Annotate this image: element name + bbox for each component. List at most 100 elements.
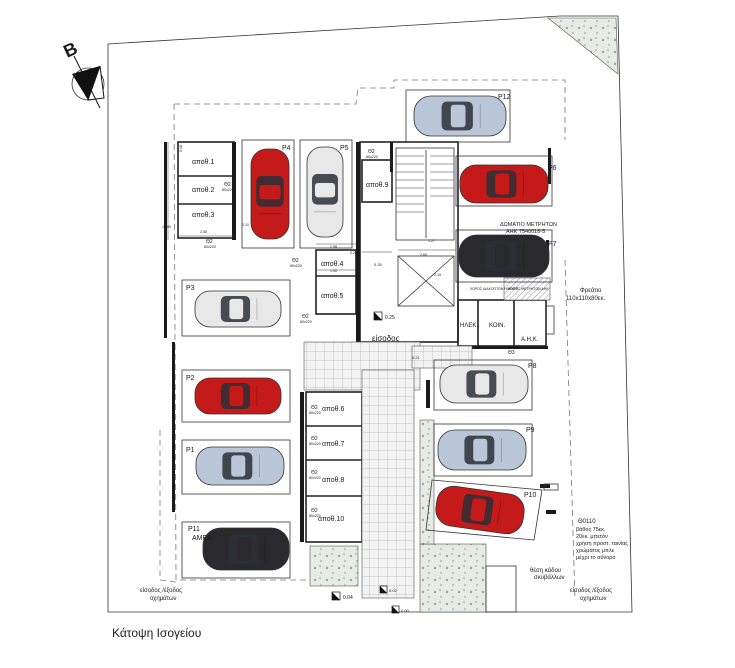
storage-8-label: αποθ.8: [322, 477, 345, 484]
dimension-value: 1.58: [330, 245, 337, 249]
door-tag-code: Θ2: [302, 314, 309, 320]
stair-core: [356, 141, 459, 343]
dimension-lines: [167, 142, 456, 271]
parking-p9-label: P9: [526, 427, 535, 434]
parking-p7-label: P7: [548, 241, 557, 248]
door-tag-code: Θ2: [311, 508, 318, 514]
south-garden-strip: [419, 419, 435, 545]
car-p4: [250, 148, 290, 240]
grating-line: χρώματος μπλε: [576, 547, 615, 554]
car-p8: [439, 364, 529, 404]
entrance-label: είσοδος: [372, 334, 400, 343]
east-wall: [548, 148, 551, 184]
level-value: 0.25: [385, 315, 395, 321]
entrance-path: [361, 369, 415, 599]
door-tag-code: Θ2: [368, 149, 375, 155]
parking-bays: [181, 89, 553, 579]
storage-9: [361, 159, 393, 203]
car-p10: [435, 485, 525, 535]
parking-p8-label: P8: [528, 363, 537, 370]
parking-p11-sub: ΑΜΕΑ: [192, 535, 212, 542]
storage-block-west: [177, 141, 236, 240]
cars-layer: [194, 95, 550, 571]
parking-p6-label: P6: [548, 165, 557, 172]
garden-area: [547, 17, 619, 75]
ahk-label: Α.Η.Κ.: [521, 337, 539, 343]
meter-room-code: ΑΗΚ 7540018-5: [506, 229, 545, 235]
dimension-value: 0.25: [350, 251, 357, 255]
grating-line: μέχρι το σύνορο: [576, 554, 615, 561]
door-tag-size: 80x220: [309, 476, 321, 480]
storage-3-label: αποθ.3: [192, 212, 215, 219]
door-tag-size: 80x220: [309, 411, 321, 415]
car-p2: [194, 377, 282, 415]
door-tags: Θ2 80x220 Θ2 80x220 Θ2 80x220 Θ2 80x220 …: [204, 149, 515, 518]
level-value: 0.04: [343, 595, 353, 601]
storage-9-label: αποθ.9: [366, 182, 389, 189]
meter-space-label: ΧΩΡΟΣ ΜΕΤΡΗΤΩΝ ΑΗΚ: [508, 287, 549, 291]
west-wall: [164, 142, 167, 338]
grating-line: 20εκ. μπετόν: [576, 533, 608, 540]
parking-p4-label: P4: [282, 145, 291, 152]
entrance-landing: [411, 345, 473, 369]
storage-4-label: αποθ.4: [321, 261, 344, 268]
meter-room-title: ΔΩΜΑΤΙΟ ΜΕΤΡΗΤΩΝ: [500, 222, 557, 228]
drawing-caption: Κάτοψη Ισογείου: [112, 626, 202, 640]
level-value: 0.21: [412, 355, 421, 360]
north-letter: B: [60, 38, 80, 62]
door-tag-code: Θ2: [311, 470, 318, 476]
well-label: Φρεάτιο: [580, 287, 602, 294]
car-p5: [306, 146, 344, 238]
bin-label: θέση κάδου: [530, 567, 561, 574]
level-value: 0.02: [389, 588, 398, 593]
dimension-value: 0.10: [242, 223, 249, 227]
bin-label-2: σκυβάλλων: [534, 574, 565, 581]
car-p11: [202, 527, 290, 571]
door-tag-size: 80x220: [290, 264, 302, 268]
vehicle-entry-east-2: οχημάτων: [580, 595, 607, 602]
east-column-2: [540, 484, 550, 488]
door-tag-size: 80x220: [300, 320, 312, 324]
level-markers: 0.25 0.04 0.02 0.00 0.21 0.25: [331, 262, 421, 614]
dimension-value: 10.00: [162, 225, 171, 229]
door-tag-size: 80x220: [309, 514, 321, 518]
door-tag-size: 80x220: [204, 245, 216, 249]
vehicle-entry-west-2: οχημάτων: [150, 595, 177, 602]
parking-p5-label: P5: [340, 145, 349, 152]
storage-1-label: αποθ.1: [192, 159, 215, 166]
elec-label: ΗΛΕΚ.: [460, 323, 478, 329]
storage-5-label: αποθ.5: [321, 293, 344, 300]
door-tag-code: Θ2: [311, 405, 318, 411]
vehicle-entry-east: είσοδος /έξοδος: [570, 587, 612, 594]
door-tag-size: 80x220: [222, 188, 234, 192]
parking-p2-label: P2: [186, 375, 195, 382]
plot-boundary: [107, 15, 633, 613]
south-garden: [419, 543, 487, 613]
east-column-3: [546, 510, 556, 514]
dimension-value: 2.55: [200, 230, 207, 234]
car-p7: [458, 234, 550, 278]
car-p3: [194, 290, 282, 328]
bin-area: [485, 565, 517, 613]
east-column: [426, 380, 430, 408]
door-tag-code-small: Θ3: [508, 350, 515, 356]
dimension-value: 0.18: [179, 145, 183, 152]
storage-10-label: αποθ.10: [318, 516, 344, 523]
storage-block-center: [315, 249, 357, 315]
storage-7-label: αποθ.7: [322, 441, 345, 448]
level-value: 0.25: [374, 262, 383, 267]
koin-label: ΚΟΙΝ.: [489, 323, 505, 329]
car-p9: [437, 429, 527, 471]
parking-p1-label: P1: [186, 447, 195, 454]
car-p1: [195, 446, 285, 486]
door-tag-code: Θ2: [206, 239, 213, 245]
door-tag-code: Θ2: [311, 436, 318, 442]
well-size: 110x110x80εκ.: [566, 296, 605, 302]
switch-space-label: ΧΩΡΟΣ ΔΙΑΚΟΠΤΩΝ ΗΛΕΚΤΡ: [470, 287, 519, 291]
dimension-value: 2.60: [420, 253, 427, 257]
building-outline: [173, 79, 576, 601]
dimension-value: 2.15: [434, 273, 441, 277]
door-tag-size: 80x220: [309, 442, 321, 446]
door-tag-code: Θ2: [224, 182, 231, 188]
